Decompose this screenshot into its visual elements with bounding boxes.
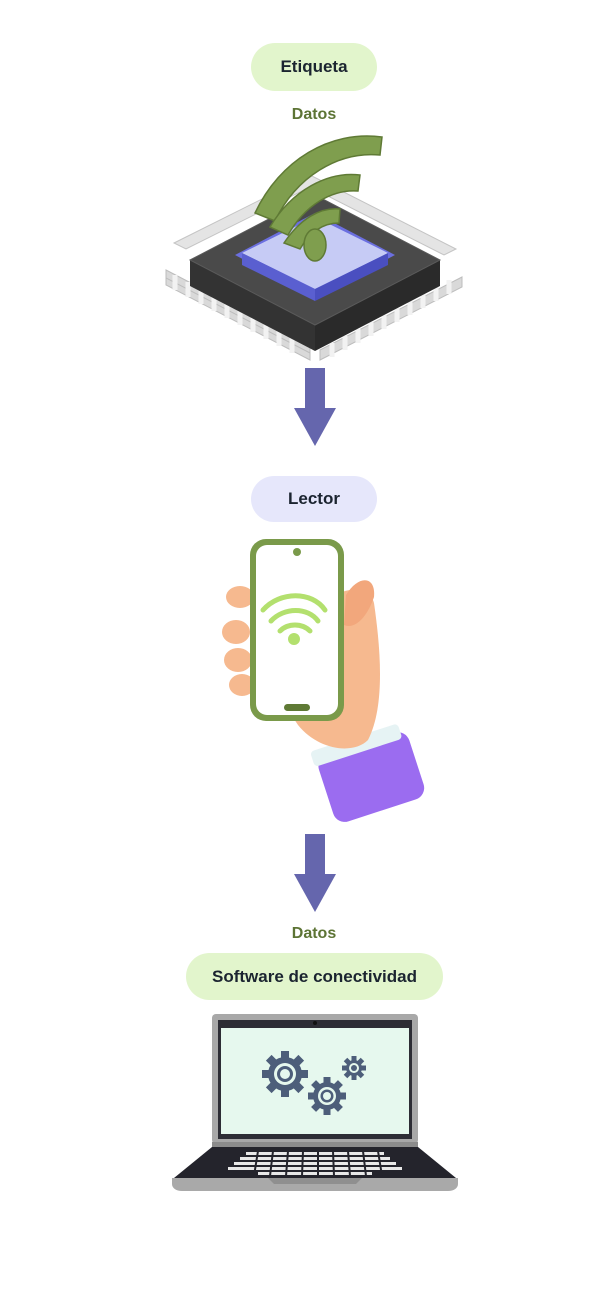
- tag-label: Etiqueta: [251, 43, 377, 91]
- reader-label: Lector: [251, 476, 377, 522]
- laptop-gears-icon: [172, 1014, 458, 1191]
- arrow-down-icon: [294, 834, 336, 912]
- software-data-caption: Datos: [291, 925, 337, 942]
- arrow-down-icon: [294, 368, 336, 446]
- hand-holding-phone-icon: [222, 539, 425, 822]
- software-label: Software de conectividad: [186, 953, 443, 1000]
- tag-data-caption: Datos: [291, 106, 337, 123]
- rfid-chip-icon: [165, 135, 463, 361]
